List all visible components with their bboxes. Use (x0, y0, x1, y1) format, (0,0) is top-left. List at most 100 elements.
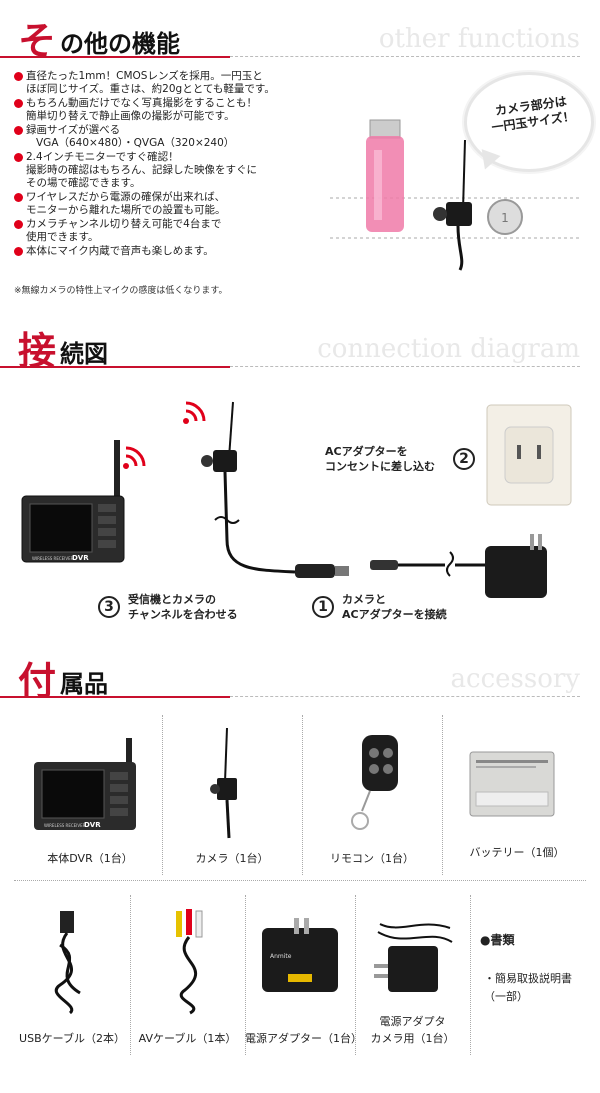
wireless-signal-icon (123, 446, 146, 469)
divider (355, 895, 356, 1055)
feature-line: 直径たった1mm！CMOSレンズを採用。一円玉と (26, 70, 263, 82)
feature-item: 本体にマイク内蔵で音声も楽しめます。 (14, 245, 314, 258)
feature-line: 本体にマイク内蔵で音声も楽しめます。 (26, 245, 214, 257)
feature-line: 使用できます。 (26, 231, 99, 243)
divider (470, 895, 471, 1055)
dvr-accessory-image: WIRELESS RECEIVER DVR (34, 738, 136, 830)
feature-line: モニターから離れた場所での設置も可能。 (26, 204, 226, 216)
documents-title: ●書類 (480, 933, 515, 947)
power-adapter-image: Anmite (262, 918, 338, 992)
step-1-number: 1 (312, 596, 334, 618)
title-dashed-rule (230, 366, 580, 367)
step-2-number: 2 (453, 448, 475, 470)
dvr-receiver-image: WIRELESS RECEIVER DVR (21, 440, 125, 563)
feature-item: 録画サイズが選べる VGA（640×480）・QVGA（320×240） (14, 124, 314, 150)
accessory-label: カメラ用（1台） (370, 1032, 455, 1045)
step-3-number: 3 (98, 596, 120, 618)
battery-accessory-image (469, 751, 555, 817)
red-dot-icon (14, 72, 23, 81)
coin-text: 1 (501, 211, 509, 225)
accessory-label: 本体DVR（1台） (47, 852, 133, 865)
red-dot-icon (14, 247, 23, 256)
dvr-text: DVR (84, 821, 101, 829)
remote-accessory-image (351, 735, 398, 830)
red-dot-icon (14, 193, 23, 202)
divider (302, 715, 303, 875)
dvr-text: DVR (72, 554, 89, 562)
step-line: 受信機とカメラの (128, 593, 216, 606)
av-cable-image (176, 909, 203, 1015)
accessory-header: 付 属品 accessory (0, 650, 600, 706)
ac-adapter-image (370, 534, 547, 598)
microphone-note: ※無線カメラの特性上マイクの感度は低くなります。 (14, 286, 228, 296)
section-title-first-char: そ (18, 18, 57, 63)
connection-header: 接 続図 connection diagram (0, 320, 600, 376)
red-dot-icon (14, 220, 23, 229)
section-title-english: connection diagram (317, 334, 580, 364)
section-title: の他の機能 (60, 30, 180, 58)
section-title-english: other functions (378, 24, 580, 54)
accessory-label: USBケーブル（2本） (19, 1032, 125, 1045)
speech-bubble (464, 72, 594, 172)
accessory-label: リモコン（1台） (330, 852, 414, 865)
title-rule (0, 366, 230, 368)
accessory-label: バッテリー（1個） (469, 846, 565, 859)
accessory-label: 電源アダプター（1台） (245, 1032, 362, 1045)
section-title: 続図 (60, 340, 108, 368)
divider (14, 880, 586, 881)
usb-cable-image (54, 911, 81, 1015)
camera-power-adapter-image (374, 923, 453, 992)
red-dot-icon (14, 153, 23, 162)
red-dot-icon (14, 99, 23, 108)
step-line: チャンネルを合わせる (128, 608, 238, 621)
feature-line: 録画サイズが選べる (26, 124, 121, 136)
step-line: ACアダプターを接続 (342, 608, 447, 621)
feature-line: ほぼ同じサイズ。重さは、約20gととても軽量です。 (26, 83, 275, 95)
feature-item: 2.4インチモニターですぐ確認！ 撮影時の確認はもちろん、記録した映像をすぐに … (14, 151, 314, 190)
step-line: コンセントに差し込む (325, 460, 435, 473)
feature-item: 直径たった1mm！CMOSレンズを採用。一円玉と ほぼ同じサイズ。重さは、約20… (14, 70, 314, 96)
other-functions-header: そ の他の機能 other functions (0, 10, 600, 66)
feature-line: ワイヤレスだから電源の確保が出来れば、 (26, 191, 226, 203)
feature-line: カメラチャンネル切り替え可能で4台まで (26, 218, 222, 230)
dvr-small-text: WIRELESS RECEIVER (44, 823, 86, 828)
accessory-label: カメラ（1台） (195, 852, 269, 865)
wireless-signal-icon (183, 401, 206, 424)
step-3-text: 受信機とカメラの チャンネルを合わせる (128, 592, 238, 622)
red-dot-icon (14, 126, 23, 135)
section-title-first-char: 付 (18, 658, 57, 703)
wall-outlet-image (486, 404, 572, 506)
documents-list: ・簡易取扱説明書 （一部） (484, 970, 572, 1006)
size-comparison-image: 1 (330, 119, 580, 271)
accessory-label: AVケーブル（1本） (138, 1032, 237, 1045)
feature-line: 撮影時の確認はもちろん、記録した映像をすぐに (26, 164, 257, 176)
section-title-english: accessory (450, 664, 580, 694)
feature-line: 2.4インチモニターですぐ確認！ (26, 151, 179, 163)
dvr-small-text: WIRELESS RECEIVER (32, 556, 74, 561)
section-title: 属品 (60, 670, 108, 698)
step-line: ACアダプターを (325, 445, 408, 458)
feature-item: カメラチャンネル切り替え可能で4台まで 使用できます。 (14, 218, 314, 244)
feature-line: もちろん動画だけでなく写真撮影をすることも！ (26, 97, 257, 109)
step-line: カメラと (342, 593, 386, 606)
title-dashed-rule (230, 696, 580, 697)
feature-line: VGA（640×480）・QVGA（320×240） (36, 137, 235, 149)
document-item: ・簡易取扱説明書 (484, 972, 572, 985)
step-1-text: カメラと ACアダプターを接続 (342, 592, 447, 622)
camera-cable-image (201, 401, 349, 578)
feature-line: その場で確認できます。 (26, 177, 141, 189)
title-rule (0, 696, 230, 698)
divider (162, 715, 163, 875)
document-item: （一部） (484, 990, 528, 1003)
divider (245, 895, 246, 1055)
divider (442, 715, 443, 875)
feature-item: もちろん動画だけでなく写真撮影をすることも！ 簡単切り替えで静止画像の撮影が可能… (14, 97, 314, 123)
feature-item: ワイヤレスだから電源の確保が出来れば、 モニターから離れた場所での設置も可能。 (14, 191, 314, 217)
feature-list: 直径たった1mm！CMOSレンズを採用。一円玉と ほぼ同じサイズ。重さは、約20… (14, 70, 314, 259)
feature-line: 簡単切り替えで静止画像の撮影が可能です。 (26, 110, 235, 122)
divider (130, 895, 131, 1055)
accessory-label: 電源アダプタ (379, 1015, 446, 1028)
step-2-text: ACアダプターを コンセントに差し込む (325, 444, 435, 474)
title-rule (0, 56, 230, 58)
section-title-first-char: 接 (18, 328, 57, 373)
